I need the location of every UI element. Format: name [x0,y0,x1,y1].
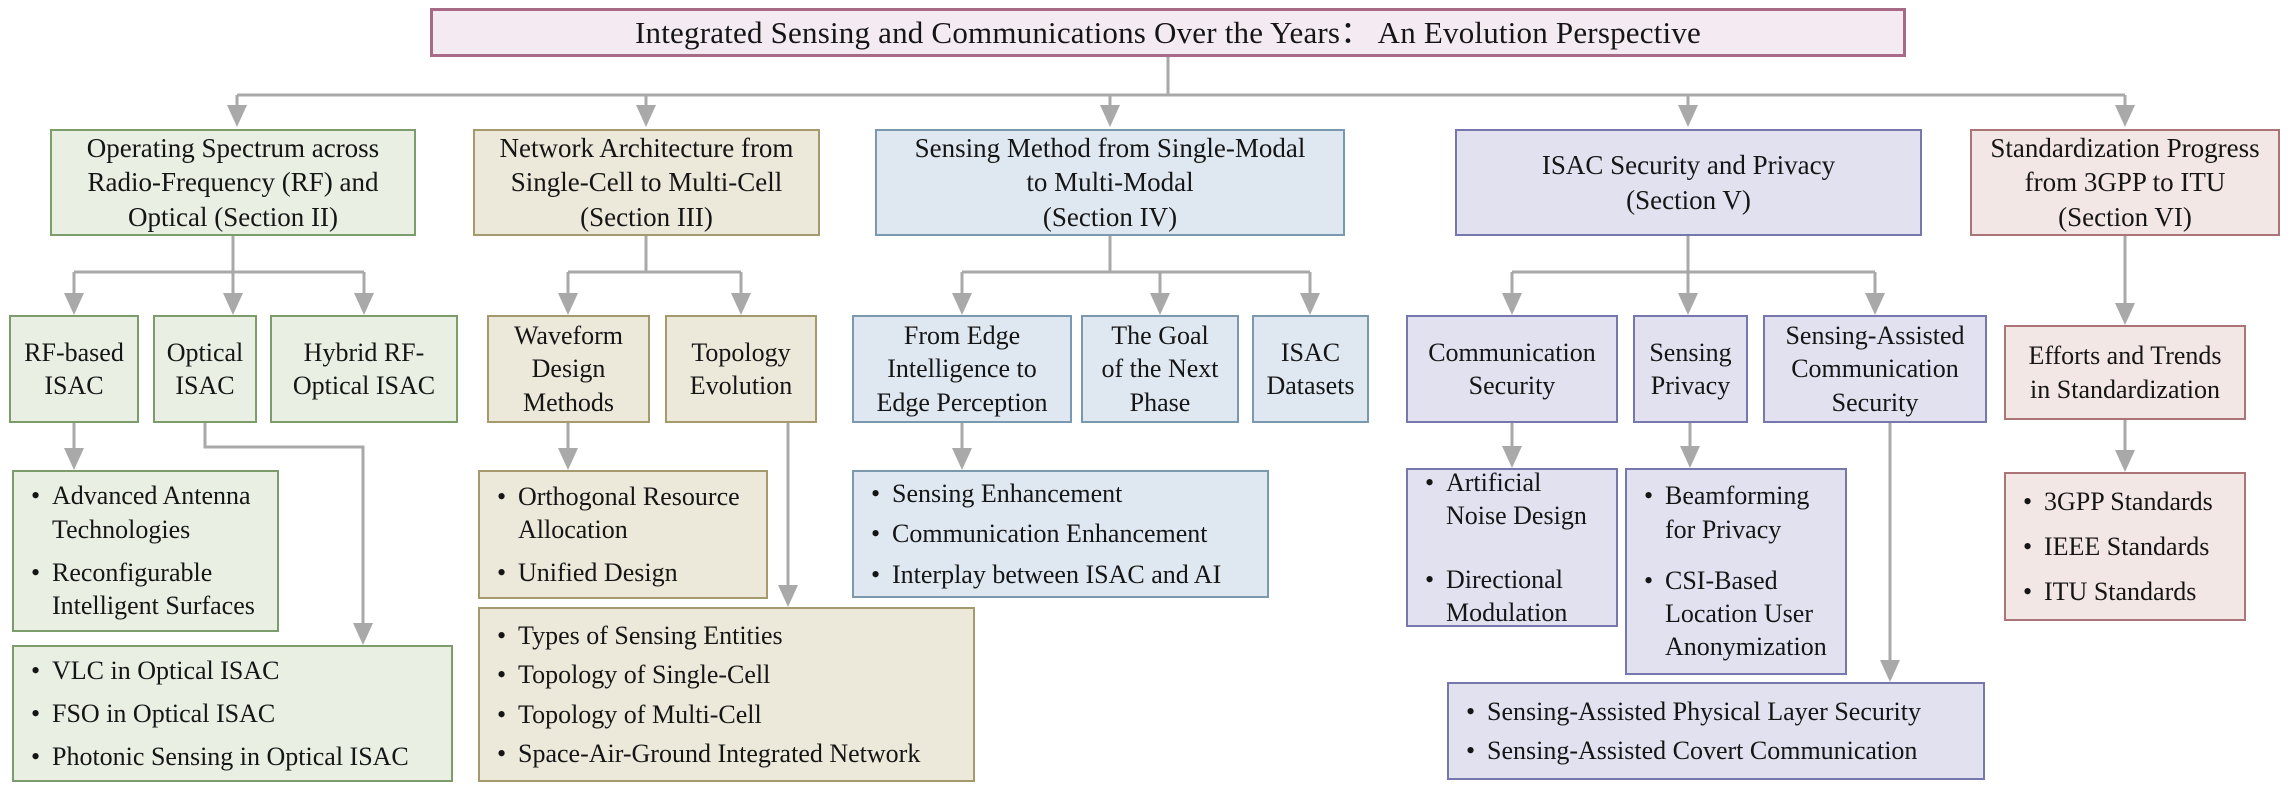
bullet-item: Unified Design [488,556,756,590]
bullet-item: FSO in Optical ISAC [22,697,441,731]
bullet-item: Types of Sensing Entities [488,619,963,653]
bullet-item: Reconfigurable Intelligent Surfaces [22,556,267,623]
child-sensing-assisted-security: Sensing-Assisted Communication Security [1763,315,1987,423]
child-edge-intelligence: From Edge Intelligence to Edge Perceptio… [852,315,1072,423]
leaf-waveform-topics: Orthogonal Resource AllocationUnified De… [478,470,768,599]
bullet-item: VLC in Optical ISAC [22,654,441,688]
bullet-item: Sensing Enhancement [862,477,1257,511]
bullet-item: Directional Modulation [1416,563,1606,630]
bullet-item: Communication Enhancement [862,517,1257,551]
bullet-item: IEEE Standards [2014,530,2234,564]
child-waveform-design-methods: Waveform Design Methods [487,315,650,423]
bullet-item: ITU Standards [2014,575,2234,609]
child-goal-next-phase: The Goal of the Next Phase [1081,315,1239,423]
leaf-sensing-assisted-topics: Sensing-Assisted Physical Layer Security… [1447,682,1985,780]
child-rf-based-isac: RF-based ISAC [9,315,139,423]
child-communication-security: Communication Security [1406,315,1618,423]
leaf-edge-topics: Sensing EnhancementCommunication Enhance… [852,470,1269,598]
bullet-item: Sensing-Assisted Physical Layer Security [1457,695,1973,729]
section-header-standardization: Standardization Progress from 3GPP to IT… [1970,129,2280,236]
bullet-item: Photonic Sensing in Optical ISAC [22,740,441,774]
bullet-item: Artificial Noise Design [1416,466,1606,533]
leaf-communication-security-topics: Artificial Noise DesignDirectional Modul… [1406,466,1618,630]
child-optical-isac: Optical ISAC [153,315,257,423]
bullet-item: 3GPP Standards [2014,485,2234,519]
bullet-item: Interplay between ISAC and AI [862,558,1257,592]
section-header-network: Network Architecture from Single-Cell to… [473,129,820,236]
child-sensing-privacy: Sensing Privacy [1633,315,1748,423]
child-hybrid-rf-optical-isac: Hybrid RF- Optical ISAC [270,315,458,423]
leaf-topology-topics: Types of Sensing EntitiesTopology of Sin… [478,607,975,782]
bullet-item: Topology of Multi-Cell [488,698,963,732]
child-efforts-trends: Efforts and Trends in Standardization [2004,325,2246,420]
bullet-item: Beamforming for Privacy [1635,479,1835,546]
child-topology-evolution: Topology Evolution [665,315,817,423]
bullet-item: Topology of Single-Cell [488,658,963,692]
child-isac-datasets: ISAC Datasets [1252,315,1369,423]
section-header-security-privacy: ISAC Security and Privacy (Section V) [1455,129,1922,236]
leaf-rf-based-topics: Advanced Antenna TechnologiesReconfigura… [12,470,279,632]
leaf-sensing-privacy-topics: Beamforming for PrivacyCSI-Based Locatio… [1625,468,1847,675]
leaf-optical-topics: VLC in Optical ISAC FSO in Optical ISAC Ph… [12,645,453,782]
bullet-item: Advanced Antenna Technologies [22,479,267,546]
bullet-item: Sensing-Assisted Covert Communication [1457,734,1973,768]
bullet-item: Orthogonal Resource Allocation [488,480,756,547]
section-header-sensing-method: Sensing Method from Single-Modal to Mult… [875,129,1345,236]
bullet-item: Space-Air-Ground Integrated Network [488,737,963,771]
leaf-standards-topics: 3GPP StandardsIEEE StandardsITU Standard… [2004,472,2246,621]
bullet-item: CSI-Based Location User Anonymization [1635,564,1835,664]
section-header-spectrum: Operating Spectrum across Radio-Frequenc… [50,129,416,236]
diagram-title: Integrated Sensing and Communications Ov… [430,8,1906,57]
